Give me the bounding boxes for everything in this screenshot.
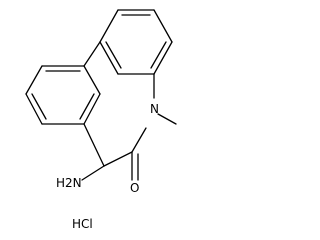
- bond: [99, 41, 119, 75]
- methyl-bond: [157, 113, 177, 125]
- amine-bond: [81, 165, 105, 181]
- double-bond-inner: [105, 41, 122, 69]
- bond-nitrogen-carbonyl: [131, 127, 147, 153]
- salt-label: HCl: [72, 217, 93, 231]
- bond: [153, 41, 173, 75]
- double-bond-inner: [79, 93, 95, 120]
- bond: [83, 93, 101, 125]
- bond: [153, 9, 173, 43]
- azepinone-ring: [83, 73, 155, 167]
- top-benzene-ring: [99, 9, 173, 75]
- bond-alpha-aryl: [83, 123, 105, 167]
- nitrogen-label: N: [150, 102, 159, 116]
- oxygen-label: O: [130, 181, 139, 195]
- left-benzene-ring: [25, 65, 101, 125]
- bond: [99, 9, 119, 43]
- bond: [25, 65, 43, 95]
- bond: [25, 93, 43, 125]
- bond-carbonyl-alpha: [103, 151, 133, 167]
- double-bond-inner: [31, 93, 47, 120]
- bond: [83, 65, 101, 95]
- double-bond-inner: [150, 41, 167, 69]
- amine-label: H2N: [56, 176, 82, 190]
- biaryl-bond: [83, 41, 101, 67]
- chemical-structure: N H2N O HCl: [25, 9, 177, 231]
